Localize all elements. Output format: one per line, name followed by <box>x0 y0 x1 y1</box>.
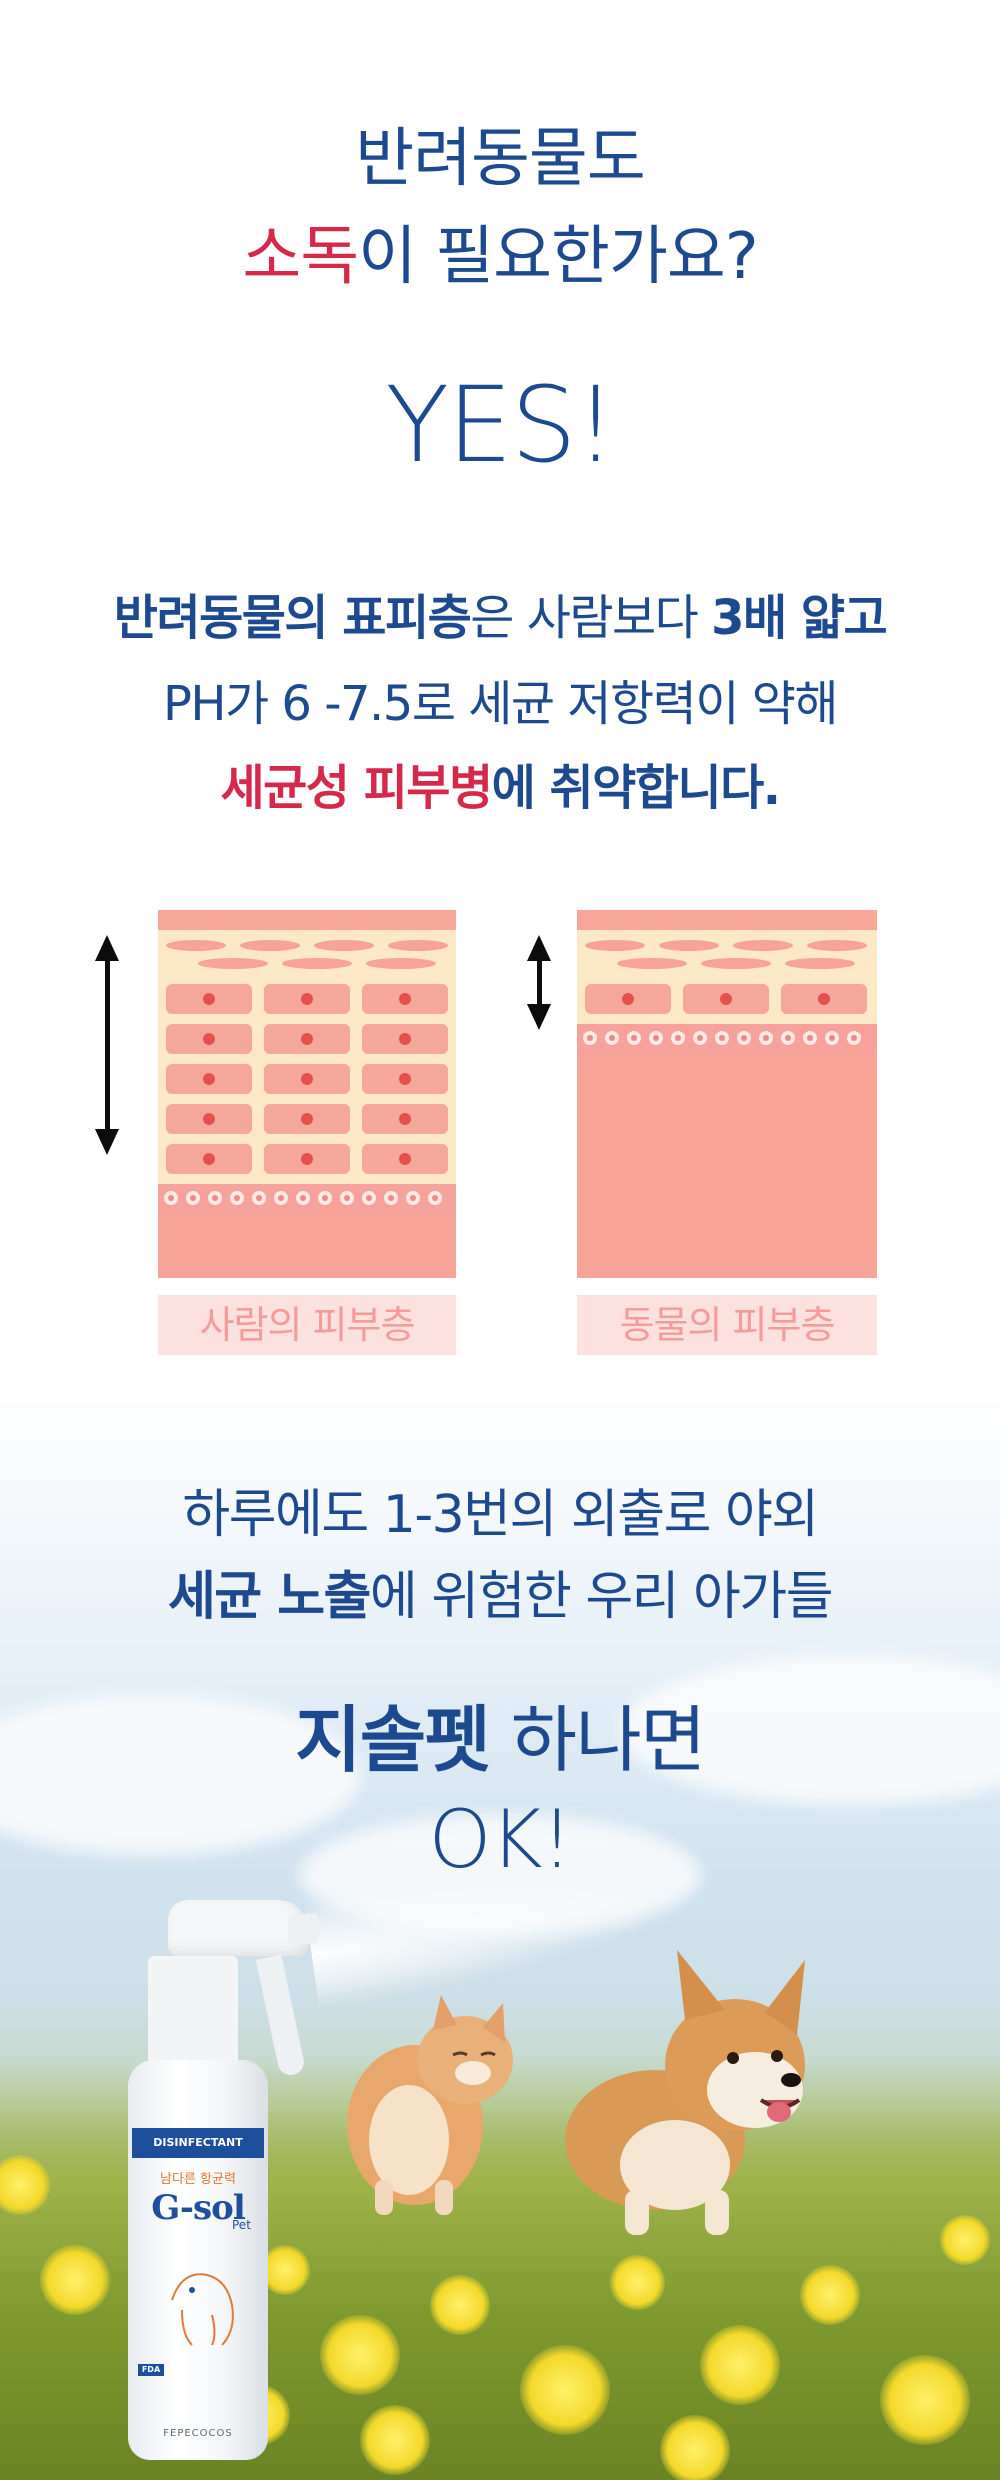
human-skin-diagram <box>158 910 456 1278</box>
desc-bold-thinner: 3배 얇고 <box>711 590 888 646</box>
hero-highlight: 소독 <box>242 220 359 294</box>
hero-title-line1: 반려동물도 <box>355 122 645 196</box>
pet-outline-art <box>171 2273 234 2346</box>
animal-skin-diagram <box>577 910 877 1278</box>
hero-title-line2: 소독이 필요한가요? <box>242 220 758 294</box>
yes-heading: YES! <box>385 364 617 486</box>
bottle-pet-text: Pet <box>232 2218 251 2232</box>
scene-text-line2: 세균 노출에 위험한 우리 아가들 <box>167 1567 834 1627</box>
outdoor-scene: 하루에도 1-3번의 외출로 야외 세균 노출에 위험한 우리 아가들 지솔펫 … <box>0 1395 1000 2480</box>
short-double-arrow-icon <box>527 935 551 1030</box>
bottle-maker: FEPECOCOS <box>163 2428 233 2439</box>
description-line1: 반려동물의 표피층은 사람보다 3배 얇고 <box>0 578 1000 658</box>
cat-illustration <box>347 1995 513 2215</box>
desc-normal: 은 사람보다 <box>470 590 712 646</box>
scene-text-line3: 지솔펫 하나면 <box>295 1698 706 1782</box>
double-arrow-icon <box>95 935 119 1155</box>
spray-head <box>168 1900 308 1956</box>
animal-skin-label: 동물의 피부층 <box>577 1295 877 1355</box>
bottle-body <box>128 2060 268 2460</box>
bottle-brand: G-sol <box>151 2188 246 2228</box>
corgi-dog-illustration <box>565 1950 805 2235</box>
spray-bottle: DISINFECTANT SPRAY 남다른 항균력 G-sol Pet FDA… <box>128 1900 318 2460</box>
description-line2: PH가 6 -7.5로 세균 저항력이 약해 <box>162 676 839 732</box>
scene-text-line1: 하루에도 1-3번의 외출로 야외 <box>182 1485 819 1545</box>
description-line3: 세균성 피부병에 취약합니다. <box>220 760 781 816</box>
human-skin-label: 사람의 피부층 <box>158 1295 456 1355</box>
bottle-label-sub: 남다른 항균력 <box>160 2172 236 2187</box>
desc-bold-epidermis: 반려동물의 표피층 <box>113 590 472 646</box>
fda-badge: FDA <box>138 2364 164 2376</box>
bottle-label-band: DISINFECTANT SPRAY <box>132 2128 264 2179</box>
intro-section: 반려동물도 소독이 필요한가요? YES! 반려동물의 표피층은 사람보다 3배… <box>0 122 1000 1355</box>
desc-red-disease: 세균성 피부병 <box>220 760 493 816</box>
product-name: 지솔펫 <box>295 1698 491 1782</box>
